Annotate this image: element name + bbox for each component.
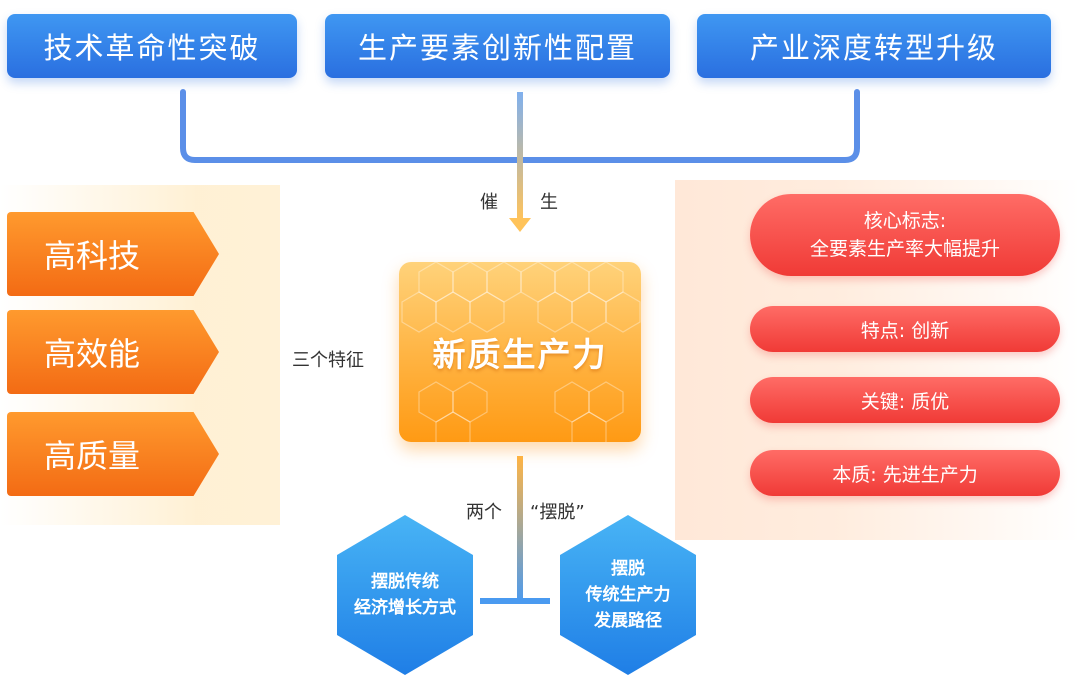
hexagon-line: 发展路径 (594, 611, 662, 631)
feature-label: 高质量 (44, 437, 141, 475)
attribute-trait-label: 特点: 创新 (860, 319, 950, 342)
hexagon-break-growth-mode: 摆脱传统 经济增长方式 (337, 515, 473, 675)
driver-label: 技术革命性突破 (43, 31, 261, 65)
arrow-head-icon (509, 218, 531, 232)
arrow-label-right: 生 (540, 192, 558, 213)
features-caption: 三个特征 (292, 350, 364, 371)
driver-box-tech-revolution: 技术革命性突破 (7, 14, 297, 78)
feature-high-quality: 高质量 (7, 412, 219, 496)
attribute-essence: 本质: 先进生产力 (750, 450, 1060, 496)
core-label: 新质生产力 (432, 335, 608, 374)
attribute-core-mark-line2: 全要素生产率大幅提升 (809, 238, 1000, 260)
breakaway-caption-right: “摆脱” (530, 502, 585, 523)
attribute-key-label: 关键: 质优 (860, 390, 950, 413)
breakaway-crossbar-line (480, 598, 550, 604)
hexagon-line: 摆脱传统 (371, 572, 439, 592)
breakaway-caption-left: 两个 (466, 502, 502, 523)
hexagon-line: 摆脱 (611, 559, 645, 579)
feature-high-tech: 高科技 (7, 212, 219, 296)
breakaway-stem-line (517, 456, 523, 604)
feature-label: 高效能 (44, 335, 141, 373)
attribute-key: 关键: 质优 (750, 377, 1060, 423)
attribute-essence-label: 本质: 先进生产力 (832, 463, 978, 486)
feature-high-efficiency: 高效能 (7, 310, 219, 394)
arrow-label-left: 催 (480, 192, 498, 213)
attribute-core-mark: 核心标志: 全要素生产率大幅提升 (750, 194, 1060, 276)
hexagon-line: 经济增长方式 (354, 598, 456, 618)
attribute-trait: 特点: 创新 (750, 306, 1060, 352)
feature-label: 高科技 (44, 237, 141, 275)
honeycomb-pattern (401, 262, 641, 442)
attribute-core-mark-line1: 核心标志: (863, 210, 947, 232)
hexagon-break-productivity-path: 摆脱 传统生产力 发展路径 (560, 515, 696, 675)
driver-box-industry-upgrade: 产业深度转型升级 (697, 14, 1051, 78)
core-box: 新质生产力 (399, 262, 641, 442)
driver-box-factor-allocation: 生产要素创新性配置 (325, 14, 670, 78)
driver-label: 产业深度转型升级 (749, 31, 998, 65)
driver-label: 生产要素创新性配置 (357, 31, 637, 65)
hexagon-line: 传统生产力 (585, 585, 671, 605)
arrow-shaft (517, 92, 523, 220)
